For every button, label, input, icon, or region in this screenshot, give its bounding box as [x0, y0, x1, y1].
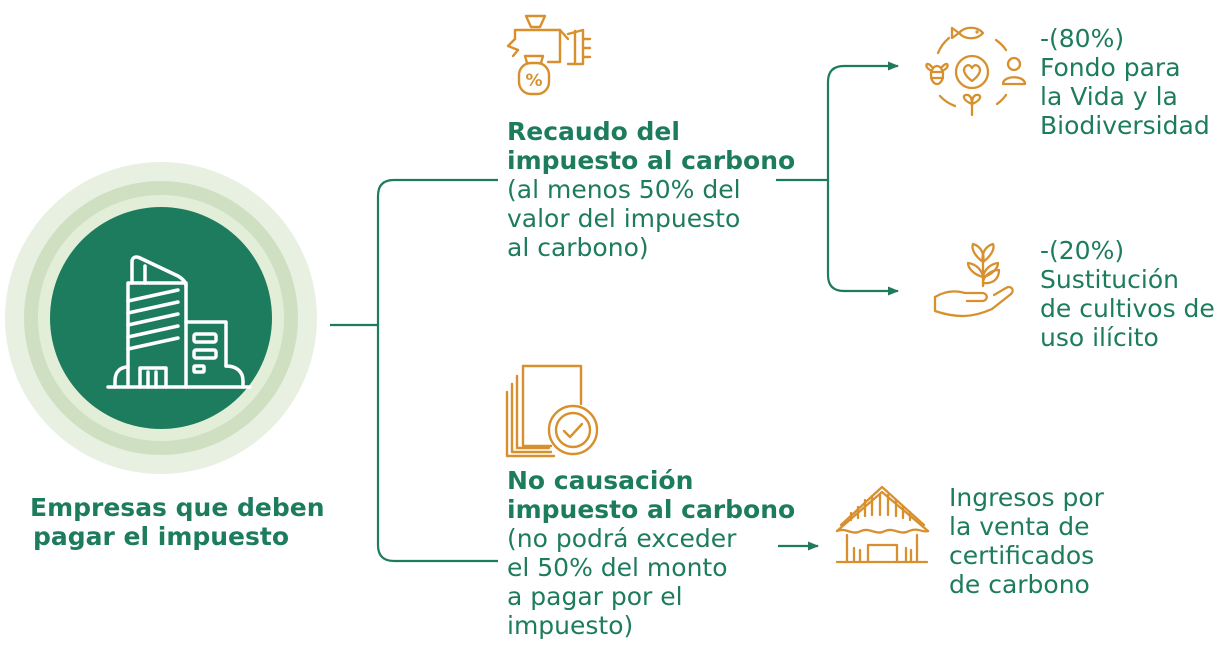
- fund-block: -(80%) Fondo para la Vida y la Biodivers…: [1040, 24, 1210, 140]
- fund-line3: la Vida y la: [1040, 82, 1178, 111]
- fund-line1: -(80%): [1040, 24, 1125, 53]
- certificates-line3: certificados: [949, 541, 1095, 570]
- substitution-line4: uso ilícito: [1040, 323, 1159, 352]
- companies-label-line1: Empresas que deben: [30, 493, 325, 522]
- companies-label-line2: pagar el impuesto: [32, 522, 290, 551]
- certificates-line4: de carbono: [949, 570, 1090, 599]
- hand-with-money-bag-icon: [506, 14, 592, 96]
- certificates-block: Ingresos por la venta de certificados de…: [949, 483, 1104, 599]
- non-causation-title-line1: No causación: [507, 466, 694, 495]
- hand-holding-plant-icon: [933, 242, 1014, 318]
- companies-label: Empresas que deben pagar el impuesto: [30, 493, 325, 551]
- percent-sign-icon: %: [525, 71, 542, 91]
- substitution-block: -(20%) Sustitución de cultivos de uso il…: [1040, 236, 1215, 352]
- collection-title-line2: impuesto al carbono: [507, 146, 796, 175]
- non-causation-desc-line1: (no podrá exceder: [507, 524, 737, 553]
- substitution-line2: Sustitución: [1040, 265, 1179, 294]
- collection-desc-line1: (al menos 50% del: [507, 175, 741, 204]
- non-causation-desc-line3: a pagar por el: [507, 582, 683, 611]
- substitution-line1: -(20%): [1040, 236, 1125, 265]
- fund-line2: Fondo para: [1040, 53, 1181, 82]
- non-causation-title-line2: impuesto al carbono: [507, 495, 796, 524]
- certified-documents-icon: [505, 364, 599, 458]
- certificates-line1: Ingresos por: [949, 483, 1104, 512]
- non-causation-block: No causación impuesto al carbono (no pod…: [507, 466, 795, 640]
- non-causation-desc-line4: impuesto): [507, 611, 634, 640]
- certificates-line2: la venta de: [949, 512, 1090, 541]
- collection-block: Recaudo del impuesto al carbono (al meno…: [507, 117, 795, 262]
- office-building-icon: [106, 255, 252, 389]
- collection-title-line1: Recaudo del: [507, 117, 680, 146]
- substitution-line3: de cultivos de: [1040, 294, 1215, 323]
- fund-line4: Biodiversidad: [1040, 111, 1210, 140]
- non-causation-desc-line2: el 50% del monto: [507, 553, 728, 582]
- biodiversity-cycle-icon: [925, 26, 1027, 117]
- thatched-hut-icon: [835, 485, 930, 564]
- collection-desc-line2: valor del impuesto: [507, 204, 741, 233]
- collection-desc-line3: al carbono): [507, 233, 649, 262]
